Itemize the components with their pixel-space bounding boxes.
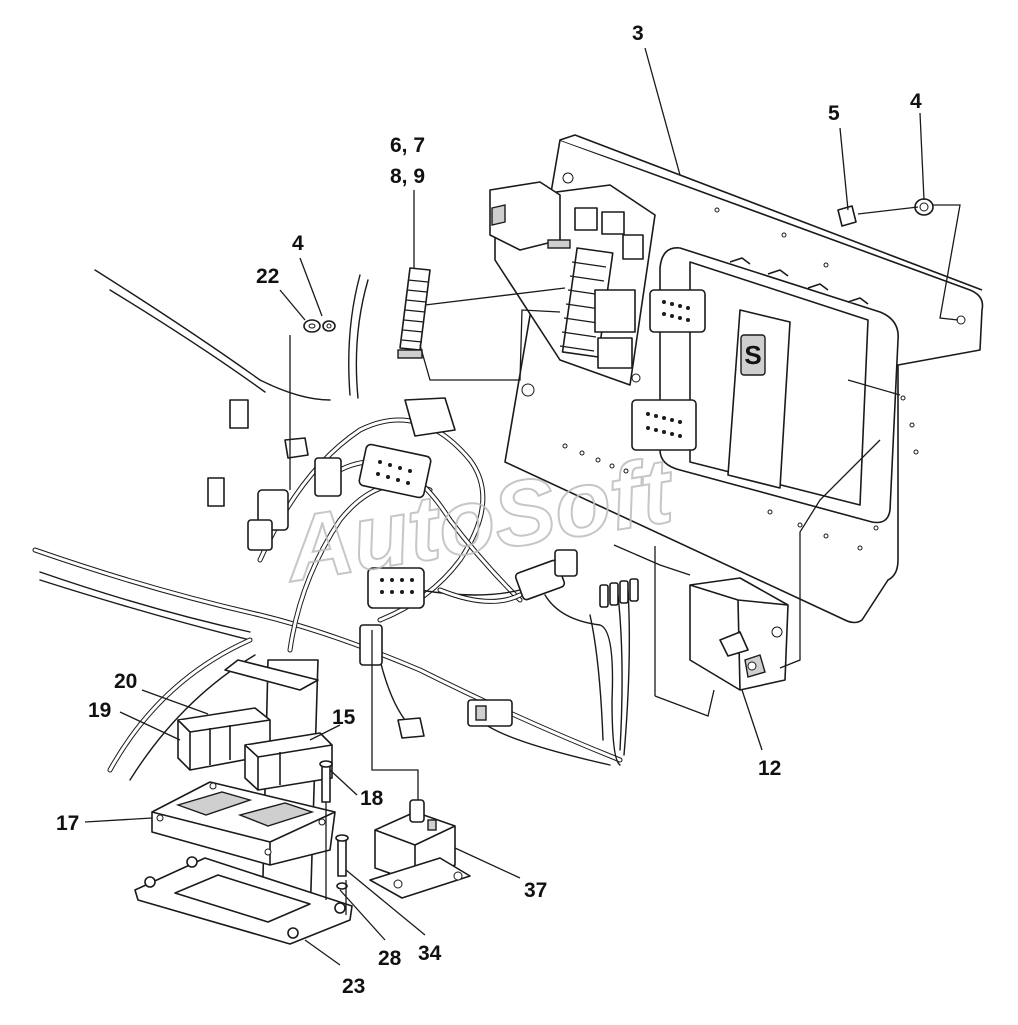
relay-box	[689, 577, 789, 691]
callout-18: 18	[360, 787, 384, 810]
callout-6-7: 6, 7	[390, 134, 425, 157]
callout-19: 19	[88, 699, 111, 722]
callout-5: 5	[828, 102, 840, 125]
callout-labels: 3 4 5 6, 7 8, 9 4 22 20 19 15 18 17 12 3…	[56, 22, 922, 998]
callout-37: 37	[524, 879, 547, 902]
fuse-relay-board	[489, 181, 656, 386]
callout-20: 20	[114, 670, 137, 693]
callout-23: 23	[342, 975, 365, 998]
callout-34: 34	[418, 942, 442, 965]
callout-3: 3	[632, 22, 644, 45]
callout-12: 12	[758, 757, 781, 780]
controller-unit: S	[631, 247, 899, 524]
callout-8-9: 8, 9	[390, 165, 425, 188]
leader-lines	[84, 47, 961, 966]
callout-4-right: 4	[910, 90, 922, 113]
harness-connectors	[207, 397, 639, 739]
nut-and-washer-left	[303, 319, 336, 333]
callout-17: 17	[56, 812, 79, 835]
fuse-strip	[397, 267, 431, 359]
controller-logo: S	[744, 340, 761, 370]
column-and-clamps	[151, 659, 349, 921]
callout-4-left: 4	[292, 232, 304, 255]
callout-15: 15	[332, 706, 356, 729]
base-plate	[134, 856, 353, 945]
bolt-and-washer-right	[837, 198, 934, 227]
callout-22: 22	[256, 265, 279, 288]
callout-28: 28	[378, 947, 402, 970]
solenoid-unit	[369, 799, 471, 899]
